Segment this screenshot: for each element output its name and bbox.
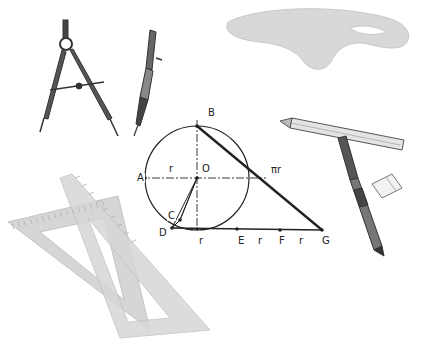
point-label: A xyxy=(136,173,145,183)
eraser xyxy=(372,174,402,198)
point-label: C xyxy=(167,211,176,221)
point-label: πr xyxy=(270,165,282,175)
point-label: r xyxy=(168,164,174,174)
point-label: r xyxy=(198,236,204,246)
compass xyxy=(40,20,118,136)
set-squares xyxy=(8,174,210,338)
point-label: G xyxy=(321,236,331,246)
point-label: O xyxy=(201,164,211,174)
construction xyxy=(138,120,324,232)
technical-pen xyxy=(134,30,162,136)
pen xyxy=(338,136,384,256)
point-label: F xyxy=(278,236,286,246)
point-label: B xyxy=(207,108,216,118)
point-label: D xyxy=(158,228,168,238)
point-label: r xyxy=(298,236,304,246)
point-label: r xyxy=(257,236,263,246)
point-label: E xyxy=(237,236,245,246)
french-curve xyxy=(227,9,409,70)
